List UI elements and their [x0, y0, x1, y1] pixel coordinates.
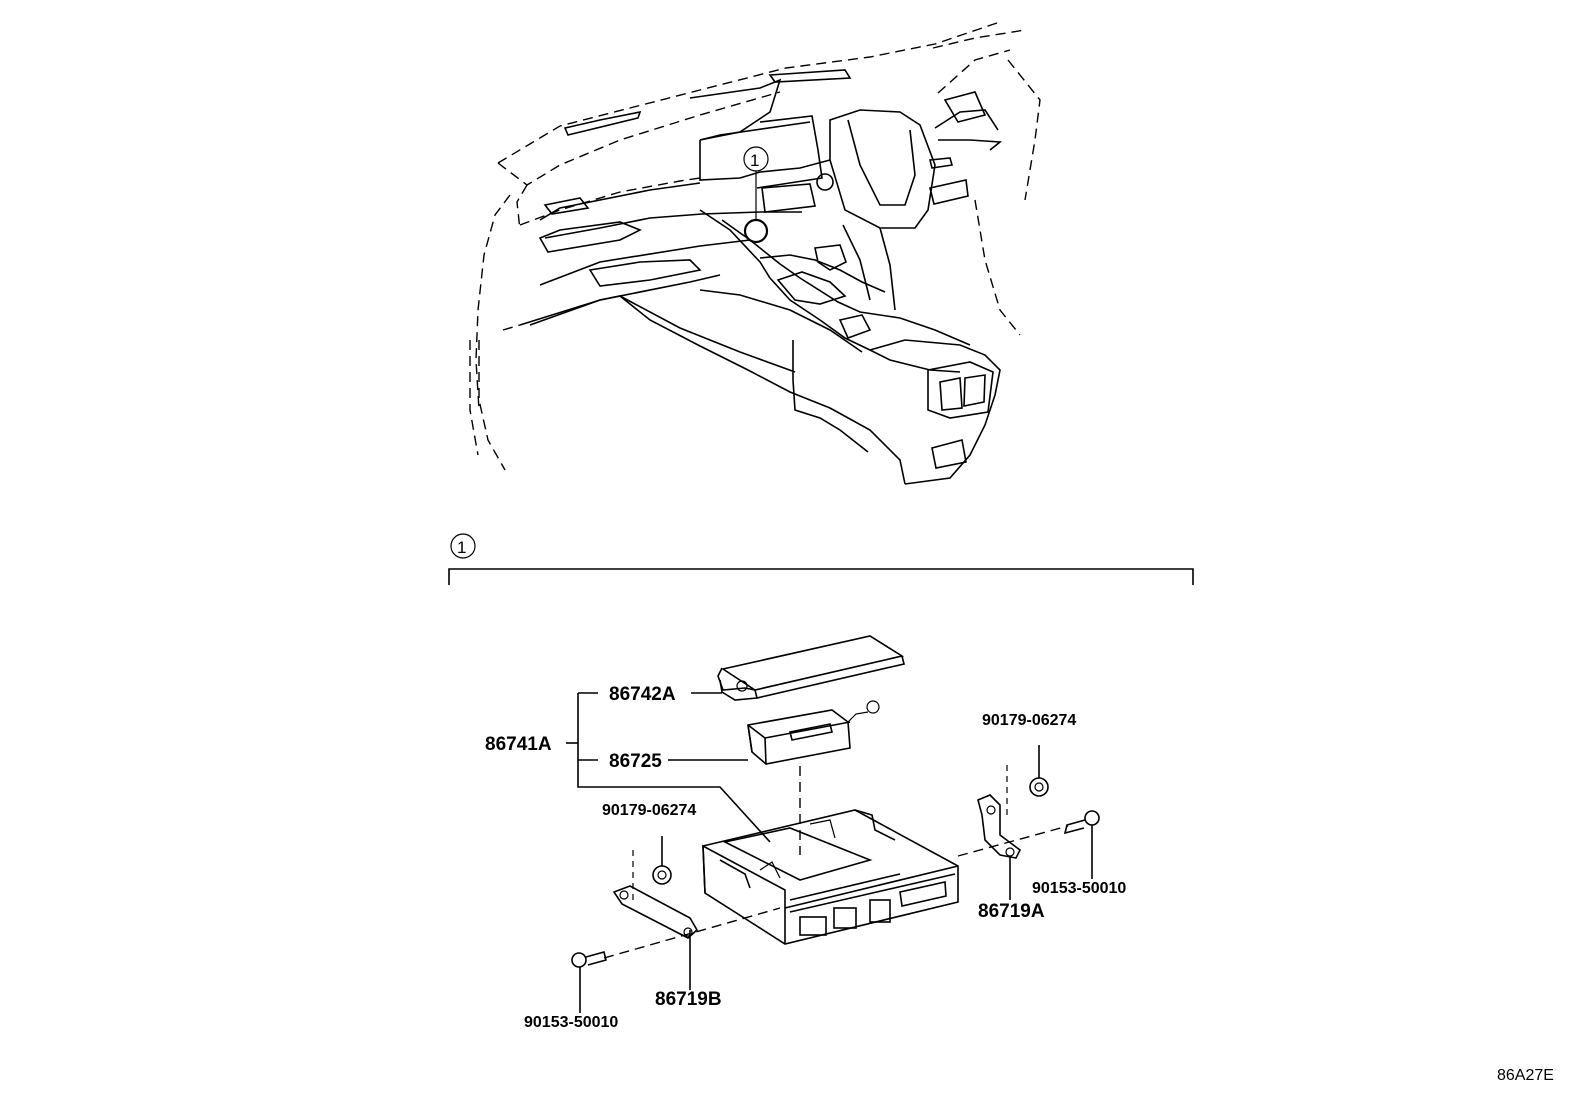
cover-part — [717, 635, 905, 701]
label-screw-right: 90153-50010 — [1032, 880, 1126, 897]
label-clip-right: 90179-06274 — [982, 712, 1076, 729]
right-screw-line — [957, 825, 1069, 857]
label-screw-left: 90153-50010 — [524, 1014, 618, 1031]
callout-1-label: 1 — [750, 151, 759, 170]
clip-right — [1006, 765, 1049, 815]
clip-left — [632, 850, 672, 905]
screw-right — [1063, 810, 1100, 835]
label-cover: 86742A — [609, 684, 676, 705]
label-bracket-left: 86719B — [655, 989, 722, 1010]
unit-location-marker — [743, 218, 769, 244]
label-module: 86725 — [609, 751, 662, 772]
main-unit — [702, 809, 959, 945]
left-screw-line — [603, 907, 781, 959]
label-assembly: 86741A — [485, 734, 552, 755]
reference-code: 86A27E — [1497, 1067, 1554, 1084]
detail-section: 1 — [448, 533, 1194, 585]
label-clip-left: 90179-06274 — [602, 802, 696, 819]
label-bracket-right: 86719A — [978, 901, 1045, 922]
bracket-right — [977, 794, 1022, 859]
detail-marker-label: 1 — [457, 538, 466, 557]
screw-left — [571, 951, 607, 968]
detail-bracket — [448, 568, 1194, 585]
bracket-left — [612, 885, 699, 939]
module-part — [747, 700, 880, 765]
dashboard-overview: 1 — [469, 21, 1041, 485]
leader-lines — [566, 692, 1093, 1013]
